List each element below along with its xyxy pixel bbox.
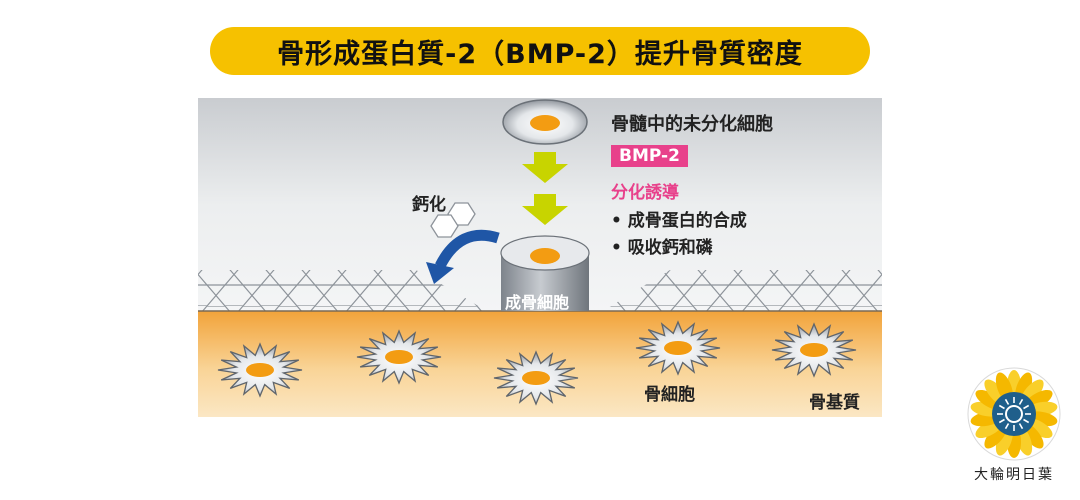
- osteocyte-nucleus: [246, 363, 274, 377]
- title-banner: 骨形成蛋白質-2（BMP-2）提升骨質密度: [210, 27, 870, 75]
- logo-ray: [1004, 423, 1010, 430]
- osteocyte-nucleus: [385, 350, 413, 364]
- osteoblast-cell: [500, 235, 590, 311]
- calcium-crystals: [430, 202, 476, 238]
- osteocyte-nucleus: [522, 371, 550, 385]
- bone-lattice-right: [603, 270, 882, 311]
- stem-cell: [502, 99, 588, 145]
- logo-text: 大輪明日葉: [974, 467, 1054, 483]
- sunflower-icon: [967, 367, 1061, 461]
- osteocyte-nucleus: [664, 341, 692, 355]
- logo-ray: [1018, 398, 1024, 405]
- bone-lattice-left: [198, 270, 486, 311]
- bone-formation-diagram: 骨髓中的未分化細胞 BMP-2 分化誘導 • 成骨蛋白的合成 • 吸收鈣和磷 鈣…: [198, 98, 882, 417]
- logo-ray: [1023, 404, 1030, 410]
- bone-matrix-label: 骨基質: [809, 393, 860, 413]
- calcification-arrow: [426, 229, 500, 284]
- bullet-mineral-absorption: • 吸收鈣和磷: [611, 238, 713, 258]
- osteocyte-group: [217, 320, 857, 406]
- logo-ray: [998, 404, 1005, 410]
- bmp-badge: BMP-2: [611, 145, 688, 167]
- osteoblast-label: 成骨細胞: [505, 293, 570, 312]
- osteocyte-label: 骨細胞: [644, 385, 695, 405]
- logo-ray: [1018, 423, 1024, 430]
- differentiation-label: 分化誘導: [611, 183, 679, 203]
- diagram-graphics: [198, 98, 882, 417]
- differentiation-arrow: [522, 152, 568, 225]
- bullet-protein-synthesis: • 成骨蛋白的合成: [611, 211, 747, 231]
- page-title: 骨形成蛋白質-2（BMP-2）提升骨質密度: [277, 38, 803, 70]
- osteocyte-nucleus: [800, 343, 828, 357]
- logo-ray: [998, 418, 1005, 424]
- brand-logo: 大輪明日葉: [966, 366, 1062, 486]
- stem-cell-label: 骨髓中的未分化細胞: [611, 114, 773, 135]
- calcification-label: 鈣化: [412, 195, 446, 215]
- logo-ray: [1004, 398, 1010, 405]
- logo-ray: [1023, 418, 1030, 424]
